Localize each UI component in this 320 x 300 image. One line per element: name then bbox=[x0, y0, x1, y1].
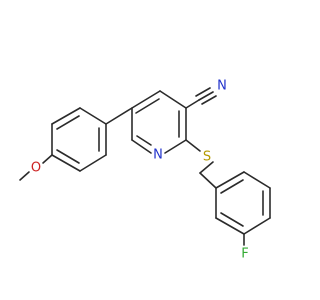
bond-fp-1-double bbox=[220, 179, 244, 194]
atom-labels: N N S O F bbox=[31, 79, 249, 262]
pyridine-ring bbox=[131, 90, 187, 154]
bond-ar-o bbox=[42, 154, 53, 164]
bond-cn-triple-2 bbox=[195, 87, 211, 97]
bond-cn-triple-1 bbox=[198, 91, 214, 101]
atom-label-n-ring: N bbox=[153, 148, 163, 163]
bond-fp-4 bbox=[243, 217, 271, 235]
bond-c3-n1 bbox=[164, 139, 187, 154]
bond-c4-cn bbox=[185, 99, 200, 109]
bond-fp-5 bbox=[215, 217, 245, 235]
atom-label-f-fluoro: F bbox=[241, 247, 248, 262]
methoxyphenyl-ring bbox=[51, 107, 133, 172]
bond-fp-5-double bbox=[220, 212, 244, 227]
methoxy-group bbox=[19, 154, 53, 181]
bond-fp-1 bbox=[215, 171, 245, 189]
bond-c5-c4 bbox=[159, 90, 187, 109]
fluorophenyl-ring bbox=[215, 171, 271, 246]
bond-fp-2 bbox=[243, 171, 271, 189]
structure-canvas: N N S O F bbox=[19, 79, 271, 262]
bond-s-ch2 bbox=[199, 161, 214, 174]
bond-c6-c5-double bbox=[135, 98, 160, 114]
bond-mp-6 bbox=[79, 107, 107, 125]
bond-mp-3-double bbox=[56, 149, 80, 164]
thioether-linker bbox=[185, 139, 217, 189]
atom-label-s-thioether: S bbox=[203, 150, 211, 165]
molecule-drawing: N N S O F bbox=[19, 79, 271, 262]
bond-n1-c2-double bbox=[136, 135, 152, 146]
bond-c2-ar bbox=[105, 107, 133, 125]
atom-label-o-methoxy: O bbox=[31, 161, 41, 176]
bond-c6-c5 bbox=[131, 90, 161, 109]
bond-n1-c2 bbox=[131, 139, 152, 154]
bond-c3-s bbox=[185, 139, 201, 152]
bond-mp-5-double bbox=[56, 115, 80, 130]
bond-o-ch3 bbox=[19, 171, 30, 181]
bond-mp-5 bbox=[51, 107, 81, 125]
bond-mp-3 bbox=[51, 154, 81, 172]
atom-label-n-nitrile: N bbox=[217, 79, 227, 94]
bond-cn-triple-3 bbox=[201, 95, 217, 105]
bond-mp-2 bbox=[79, 154, 107, 172]
bond-ch2-ar bbox=[199, 172, 217, 189]
nitrile-group bbox=[185, 87, 217, 109]
